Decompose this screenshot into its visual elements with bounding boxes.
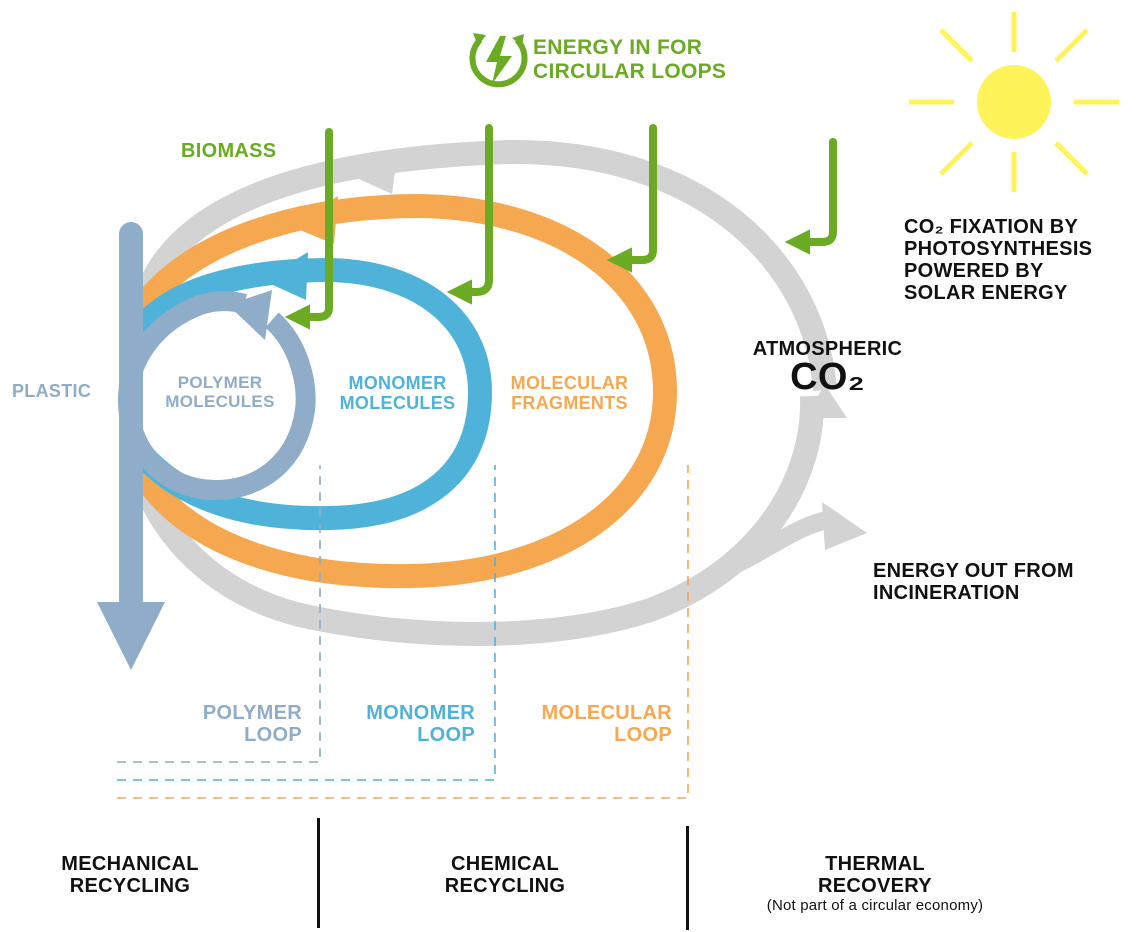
polymer-molecules-label: POLYMER MOLECULES	[165, 373, 275, 412]
polymer-loop-label: POLYMER LOOP	[202, 702, 302, 747]
loop-boundaries	[117, 465, 689, 799]
co2-fixation-label: CO₂ FIXATION BY PHOTOSYNTHESIS POWERED B…	[904, 216, 1093, 304]
sun-icon	[909, 12, 1119, 192]
polymer-loop-arrow	[117, 290, 316, 501]
co2-label: CO₂	[790, 356, 865, 398]
energy-in-label: ENERGY IN FOR CIRCULAR LOOPS	[533, 36, 727, 83]
category-divider-left	[317, 818, 320, 928]
energy-input-arrows	[284, 124, 837, 330]
category-divider-right	[686, 826, 689, 930]
energy-out-label: ENERGY OUT FROM INCINERATION	[873, 560, 1074, 605]
biomass-label: BIOMASS	[181, 140, 277, 162]
monomer-molecules-label: MONOMER MOLECULES	[339, 373, 456, 414]
mechanical-recycling-label: MECHANICAL RECYCLING	[61, 853, 199, 898]
molecular-fragments-label: MOLECULAR FRAGMENTS	[510, 373, 629, 414]
lightning-bolt-circular-arrows-icon	[469, 33, 528, 88]
atmospheric-label: ATMOSPHERIC	[752, 338, 903, 360]
monomer-loop-arrow	[130, 252, 493, 531]
thermal-recovery-label: THERMAL RECOVERY (Not part of a circular…	[700, 853, 1050, 915]
molecular-loop-label: MOLECULAR LOOP	[541, 702, 672, 747]
monomer-loop-label: MONOMER LOOP	[366, 702, 475, 747]
chemical-recycling-label: CHEMICAL RECYCLING	[444, 853, 566, 898]
plastic-label: PLASTIC	[12, 381, 92, 401]
thermal-recovery-loop	[128, 139, 867, 646]
thermal-recovery-note: (Not part of a circular economy)	[766, 896, 984, 914]
